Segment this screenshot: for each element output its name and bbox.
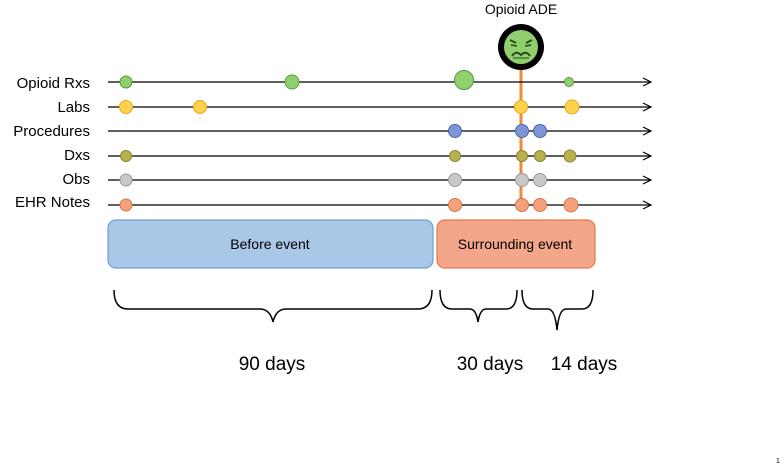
- duration-braces: [113, 289, 594, 331]
- brace-90-days: [113, 289, 433, 323]
- markers-procedures: [448, 124, 547, 138]
- arrowhead-procedures: [642, 126, 653, 136]
- opioid-rx-marker: [119, 75, 133, 89]
- dx-marker: [120, 150, 132, 162]
- before-event-label: Before event: [230, 236, 309, 252]
- surrounding-event-label: Surrounding event: [458, 236, 573, 252]
- procedure-marker: [515, 124, 529, 138]
- obs-marker: [533, 173, 547, 187]
- sick-face-icon: [498, 24, 544, 70]
- duration-14-days: 14 days: [551, 354, 618, 375]
- arrowhead-ehr-notes: [642, 200, 653, 210]
- dx-marker: [516, 150, 528, 162]
- procedure-marker: [448, 124, 462, 138]
- markers-ehr-notes: [119, 197, 579, 213]
- row-label-dxs: Dxs: [64, 147, 90, 164]
- arrowhead-opioid-rxs: [642, 77, 653, 87]
- ehr-note-marker: [119, 198, 133, 212]
- opioid-rx-marker: [454, 70, 474, 90]
- row-label-ehr-notes: EHR Notes: [15, 194, 90, 211]
- brace-30-days: [439, 289, 518, 323]
- arrowhead-dxs: [642, 151, 653, 161]
- row-label-obs: Obs: [62, 171, 90, 188]
- brace-14-days: [521, 289, 594, 331]
- ehr-note-marker: [563, 197, 579, 213]
- lab-marker: [119, 100, 133, 114]
- timeline-arrows: [108, 77, 653, 210]
- markers-obs: [119, 173, 547, 187]
- ehr-note-marker: [533, 198, 547, 212]
- procedure-marker: [533, 124, 547, 138]
- row-label-labs: Labs: [57, 99, 90, 116]
- obs-marker: [119, 173, 133, 187]
- event-label: Opioid ADE: [485, 1, 557, 17]
- page-number: 1: [776, 458, 780, 465]
- row-label-opioid-rxs: Opioid Rxs: [17, 75, 90, 92]
- ehr-note-marker: [448, 198, 462, 212]
- arrowhead-obs: [642, 175, 653, 185]
- dx-marker: [449, 150, 461, 162]
- lab-marker: [564, 99, 580, 115]
- lab-marker: [193, 100, 207, 114]
- duration-90-days: 90 days: [239, 354, 306, 375]
- before-event-box: [107, 219, 434, 269]
- row-label-procedures: Procedures: [13, 123, 90, 140]
- opioid-rx-marker: [284, 74, 300, 90]
- obs-marker: [448, 173, 462, 187]
- markers-opioid-rxs: [119, 70, 574, 90]
- opioid-rx-marker: [564, 77, 574, 87]
- ehr-note-marker: [515, 198, 529, 212]
- dx-marker: [563, 149, 577, 163]
- obs-marker: [515, 173, 529, 187]
- duration-30-days: 30 days: [457, 354, 524, 375]
- markers-labs: [119, 99, 580, 115]
- markers-dxs: [120, 149, 577, 163]
- lab-marker: [514, 100, 528, 114]
- dx-marker: [534, 150, 546, 162]
- arrowhead-labs: [642, 102, 653, 112]
- surrounding-event-box: [436, 219, 596, 269]
